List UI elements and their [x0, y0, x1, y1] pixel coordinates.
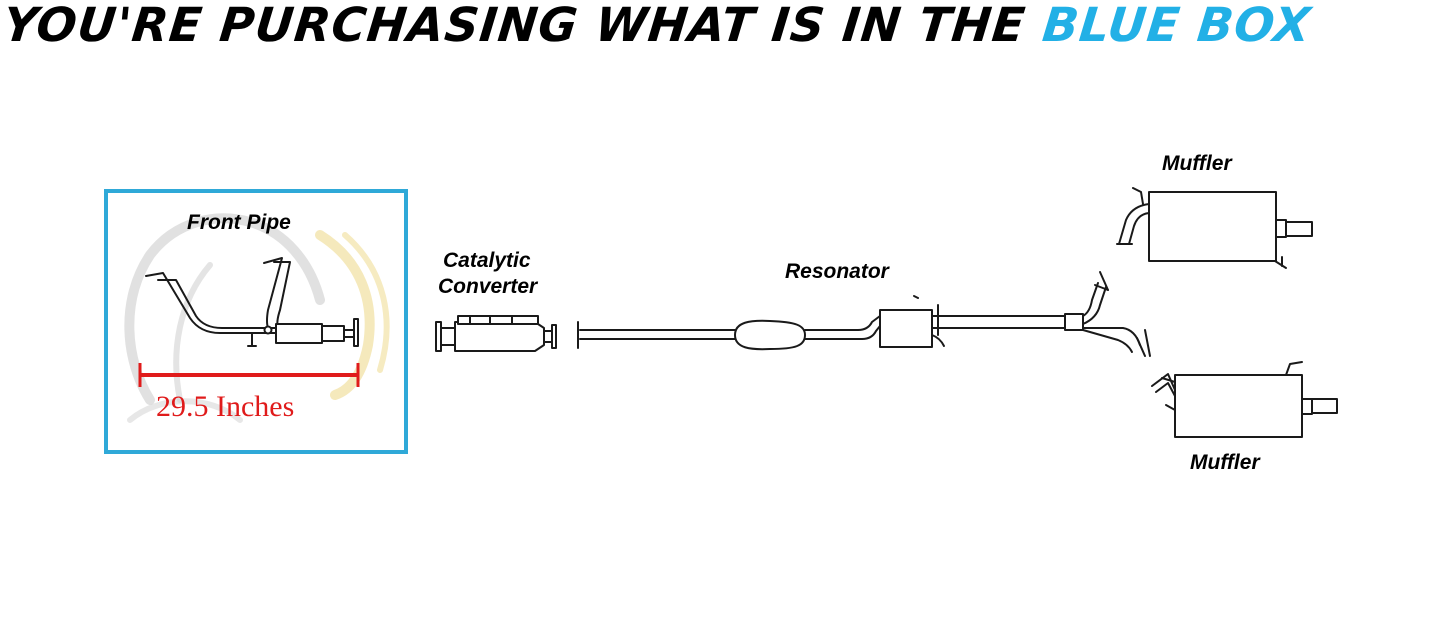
y-split-pipe: [1064, 271, 1151, 357]
catalytic-converter-label-line1: Catalytic: [443, 249, 531, 272]
muffler-top-label: Muffler: [1162, 152, 1232, 175]
measurement-label: 29.5 Inches: [156, 390, 294, 423]
catalytic-converter: [435, 315, 557, 352]
muffler-top: [1116, 187, 1313, 269]
catalytic-converter-label-line2: Converter: [438, 275, 538, 298]
measurement-bar: [138, 363, 360, 387]
resonator-label: Resonator: [785, 260, 889, 283]
resonator-pipe: [577, 295, 1066, 351]
horse-watermark: [124, 213, 390, 423]
muffler-bottom-label: Muffler: [1190, 451, 1260, 474]
blue-highlight-box: [104, 189, 408, 454]
front-pipe-label: Front Pipe: [187, 211, 291, 234]
muffler-bottom: [1151, 361, 1338, 438]
front-pipe: [145, 257, 359, 347]
